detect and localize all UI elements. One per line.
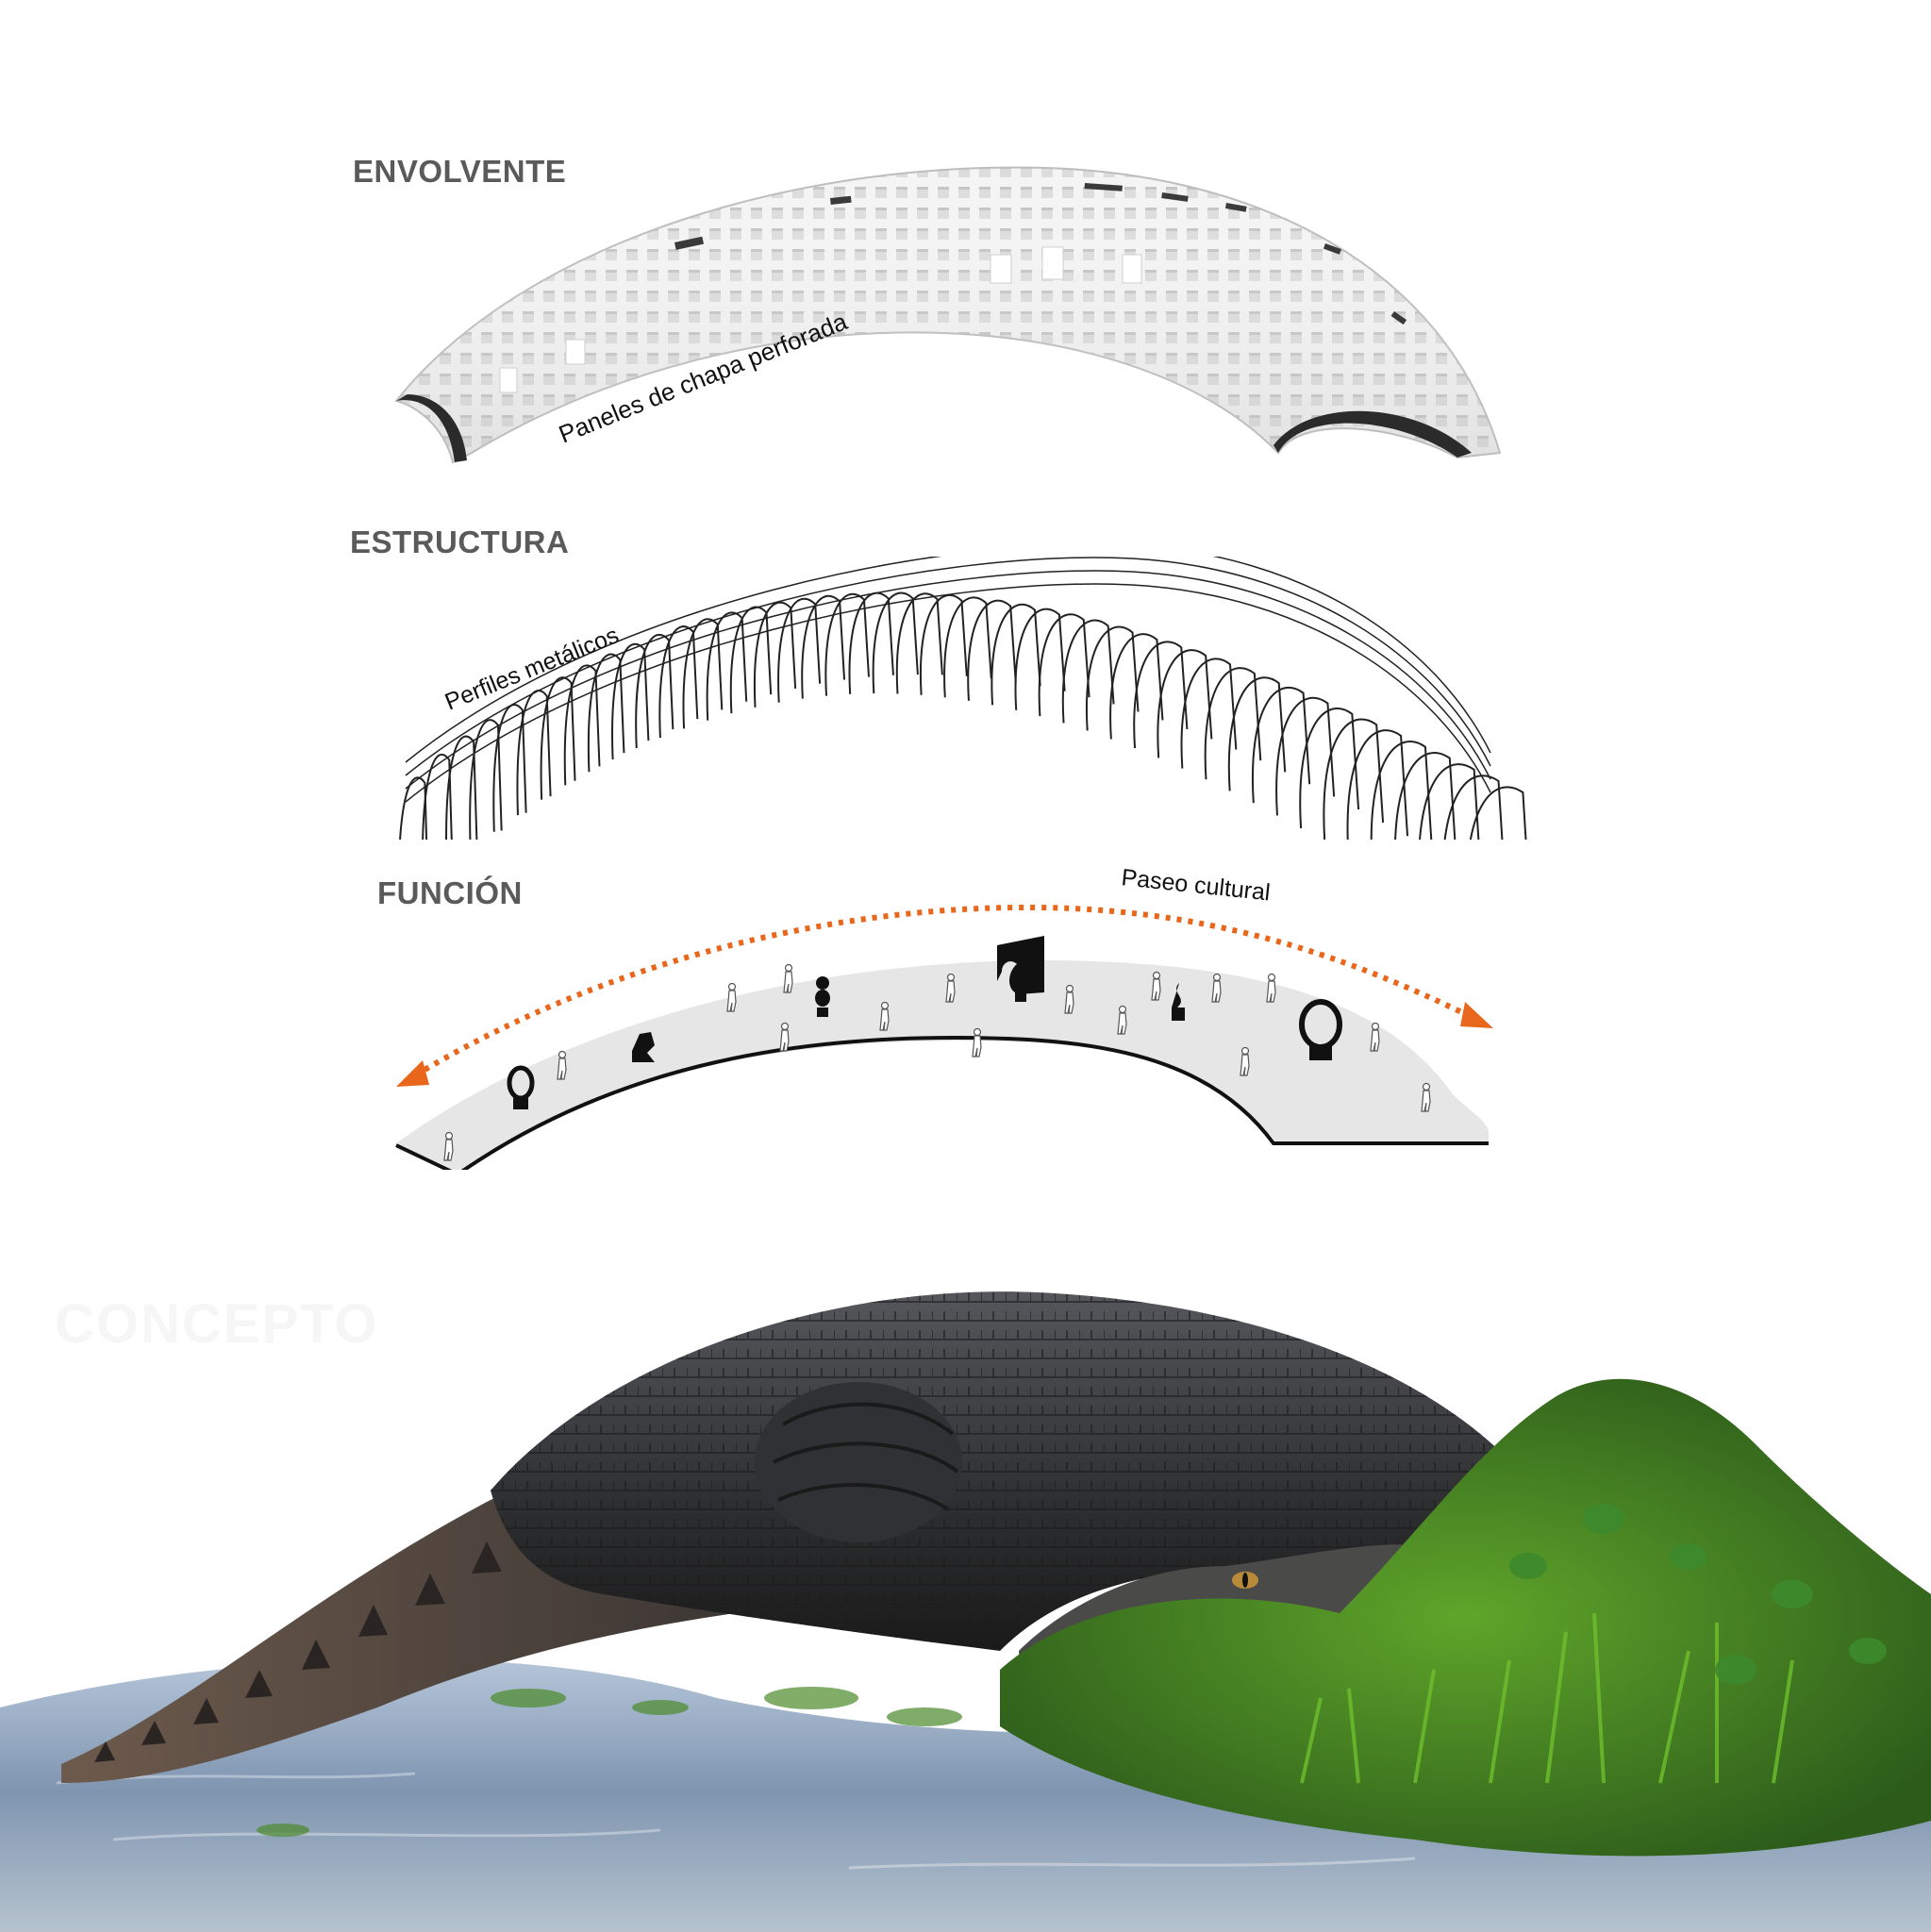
metal-rib bbox=[1346, 729, 1409, 840]
metal-rib bbox=[587, 653, 625, 773]
pedestrian-icon bbox=[557, 1050, 567, 1080]
metal-rib bbox=[445, 735, 478, 840]
metal-rib bbox=[1275, 696, 1336, 816]
function-deck-drawing: Paseo cultural bbox=[395, 864, 1493, 1170]
pedestrian-icon bbox=[783, 963, 793, 993]
sculpture-icon bbox=[815, 976, 830, 1017]
metal-rib bbox=[1204, 667, 1262, 780]
deck-surface bbox=[396, 960, 1490, 1170]
longitudinal-member bbox=[405, 557, 1491, 763]
metal-rib bbox=[1014, 608, 1066, 710]
concept-alligator-image bbox=[0, 1291, 1931, 1932]
envelope-shell bbox=[394, 166, 1502, 464]
deck-edge bbox=[395, 1035, 1489, 1170]
arrow-right-icon bbox=[1460, 1002, 1493, 1028]
metal-rib bbox=[1180, 658, 1238, 769]
sculptures bbox=[507, 936, 1342, 1109]
metal-rib bbox=[1370, 741, 1433, 840]
pedestrian-icon bbox=[1370, 1022, 1380, 1052]
envelope-shell-drawing: Paneles de chapa perforada bbox=[394, 166, 1502, 464]
vegetation bbox=[1000, 1378, 1931, 1857]
metal-rib bbox=[1085, 625, 1140, 731]
pedestrian-icon bbox=[1240, 1046, 1250, 1076]
pedestrian-icon bbox=[1151, 971, 1161, 1001]
metal-rib bbox=[848, 591, 894, 694]
metal-rib bbox=[729, 606, 773, 714]
pedestrian-icon bbox=[1064, 984, 1074, 1014]
metal-rib bbox=[1061, 619, 1115, 724]
pedestrian-icon bbox=[1266, 973, 1276, 1003]
pedestrian-icon bbox=[1421, 1082, 1431, 1112]
metal-rib bbox=[469, 719, 503, 840]
metal-rib bbox=[777, 597, 822, 703]
pedestrian-icon bbox=[972, 1027, 982, 1058]
metal-rib bbox=[1323, 718, 1385, 840]
shell-edge-left bbox=[396, 394, 467, 462]
pedestrians bbox=[443, 963, 1431, 1161]
metal-rib bbox=[1394, 752, 1457, 840]
pedestrian-icon bbox=[779, 1022, 790, 1052]
label-perfiles: Perfiles metálicos bbox=[441, 622, 623, 715]
metal-rib bbox=[611, 642, 650, 760]
sculpture-icon bbox=[507, 1065, 535, 1109]
pedestrian-icon bbox=[1117, 1005, 1127, 1035]
metal-rib bbox=[1109, 633, 1164, 740]
longitudinal-member bbox=[405, 557, 1491, 776]
metal-rib bbox=[399, 776, 428, 840]
metal-rib bbox=[516, 690, 552, 816]
shell-edge-right bbox=[1273, 410, 1472, 458]
pedestrian-icon bbox=[443, 1131, 454, 1161]
heading-concepto: CONCEPTO bbox=[55, 1293, 379, 1355]
metal-rib bbox=[801, 594, 846, 699]
metal-rib bbox=[492, 704, 527, 832]
metal-rib bbox=[1469, 786, 1527, 840]
alligator-leg bbox=[755, 1382, 962, 1542]
metal-rib bbox=[1133, 641, 1189, 749]
pedestrian-icon bbox=[945, 973, 956, 1003]
metal-rib bbox=[1251, 686, 1311, 804]
sculpture-icon bbox=[1172, 983, 1185, 1021]
floating-plants bbox=[257, 1687, 962, 1837]
metal-rib bbox=[540, 676, 576, 800]
longitudinal-member bbox=[405, 583, 1491, 803]
metal-rib bbox=[1419, 763, 1480, 840]
metal-rib bbox=[1038, 613, 1090, 717]
metal-rib bbox=[658, 625, 699, 739]
metal-rib bbox=[1299, 708, 1360, 829]
metal-rib bbox=[706, 611, 748, 721]
label-paseo: Paseo cultural bbox=[1120, 864, 1271, 906]
metal-rib bbox=[1157, 649, 1213, 758]
pedestrian-icon bbox=[726, 982, 737, 1012]
heading-funcion: FUNCIÓN bbox=[377, 875, 523, 910]
paseo-cultural-arrow bbox=[413, 904, 1473, 1078]
heading-estructura: ESTRUCTURA bbox=[350, 525, 570, 559]
sculpture-icon bbox=[997, 936, 1044, 1002]
metal-rib bbox=[895, 592, 943, 694]
metal-rib bbox=[682, 618, 724, 729]
heading-envolvente: ENVOLVENTE bbox=[353, 154, 567, 189]
metal-rib bbox=[919, 594, 968, 695]
metal-rib bbox=[990, 603, 1041, 706]
metal-rib bbox=[1227, 676, 1287, 791]
metal-rib bbox=[943, 596, 992, 698]
metal-rib bbox=[1443, 774, 1504, 840]
metal-ribs bbox=[399, 557, 1527, 840]
metal-rib bbox=[635, 634, 674, 749]
sculpture-icon bbox=[1299, 999, 1342, 1060]
longitudinal-member bbox=[405, 570, 1491, 790]
metal-rib bbox=[824, 592, 870, 696]
pedestrian-icon bbox=[879, 1001, 890, 1031]
arrow-left-icon bbox=[396, 1060, 429, 1087]
missing-panels bbox=[674, 183, 1407, 325]
metal-rib bbox=[872, 591, 919, 694]
metal-rib bbox=[563, 664, 601, 786]
metal-rib bbox=[967, 599, 1017, 701]
structure-ribs-drawing: Perfiles metálicos bbox=[399, 557, 1527, 840]
metal-rib bbox=[753, 601, 797, 708]
sculpture-icon bbox=[632, 1032, 655, 1062]
pedestrian-icon bbox=[1211, 973, 1222, 1003]
